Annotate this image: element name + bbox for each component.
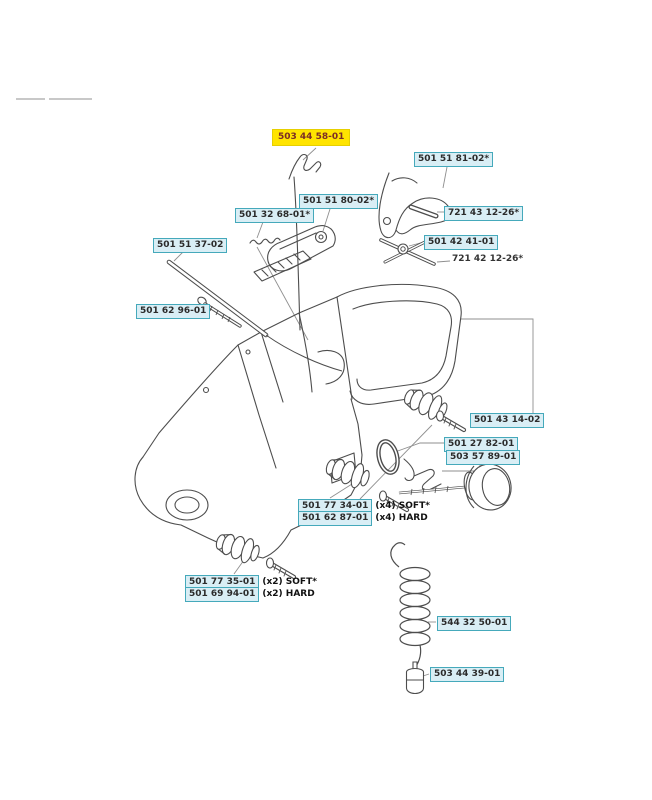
- part-number-link[interactable]: 501 62 96-01: [136, 304, 211, 319]
- part-label-trigger-lockout[interactable]: 501 51 80-02*: [299, 194, 379, 209]
- part-number-link[interactable]: 501 69 94-01: [185, 587, 260, 602]
- part-number-highlighted[interactable]: 503 44 58-01: [272, 129, 351, 146]
- trigger-pin-drawing: [408, 204, 439, 219]
- part-label-rod-screw[interactable]: 501 62 96-01: [136, 304, 211, 319]
- part-label-front-rod[interactable]: 501 51 37-02: [153, 238, 228, 253]
- part-label-choke-rod[interactable]: 501 42 41-01: [424, 235, 499, 250]
- part-number-link[interactable]: 501 51 80-02*: [299, 194, 379, 209]
- part-number-link[interactable]: 501 42 41-01: [424, 235, 499, 250]
- part-label-tank-assembly[interactable]: 501 43 14-02: [470, 413, 545, 428]
- part-number-link[interactable]: 501 43 14-02: [470, 413, 545, 428]
- part-number-link[interactable]: 501 51 81-02*: [414, 152, 494, 167]
- part-label-cap-retainer[interactable]: 503 57 89-01: [446, 450, 521, 465]
- fuel-cap-drawing: [463, 463, 512, 511]
- throttle-wire-link-drawing: [288, 154, 322, 331]
- throttle-rod-drawing: [166, 259, 343, 372]
- part-number-link[interactable]: 503 57 89-01: [446, 450, 521, 465]
- rod-screw-drawing: [197, 296, 242, 328]
- part-number-link[interactable]: 721 43 12-26*: [444, 206, 524, 221]
- handle-molding-drawing: [253, 250, 312, 282]
- part-number-link[interactable]: 501 62 87-01: [298, 511, 373, 526]
- part-label-buffer2-hard: 501 69 94-01(x2) HARD: [185, 587, 315, 602]
- part-number-text: 721 42 12-26*: [452, 254, 524, 264]
- part-qty-note: (x2) HARD: [262, 589, 315, 599]
- tank-handle-body-drawing: [134, 283, 462, 559]
- part-label-throttle-trigger[interactable]: 501 51 81-02*: [414, 152, 494, 167]
- fuel-filter-drawing: [405, 661, 425, 695]
- part-label-buffer4-hard: 501 62 87-01(x4) HARD: [298, 511, 428, 526]
- part-number-link[interactable]: 544 32 50-01: [437, 616, 512, 631]
- part-label-fuel-hose[interactable]: 544 32 50-01: [437, 616, 512, 631]
- part-label-lockout-spring[interactable]: 501 32 68-01*: [235, 208, 315, 223]
- part-number-link[interactable]: 501 51 37-02: [153, 238, 228, 253]
- av-screw-right: [437, 411, 465, 430]
- part-qty-note: (x4) SOFT*: [375, 501, 430, 511]
- part-label-wire-link[interactable]: 503 44 58-01: [272, 129, 351, 146]
- o-ring-drawing: [376, 439, 400, 475]
- trigger-lockout-drawing: [267, 225, 336, 272]
- av-buffer-lower-left: [212, 528, 263, 567]
- cap-retainer-drawing: [403, 458, 442, 492]
- part-label-choke-pin: 721 42 12-26*: [452, 255, 523, 264]
- part-qty-note: (x4) HARD: [375, 513, 428, 523]
- part-label-trigger-pin[interactable]: 721 43 12-26*: [444, 206, 524, 221]
- choke-rod-drawing: [379, 237, 436, 266]
- av-buffer-center: [322, 453, 373, 492]
- fuel-hose-drawing: [390, 542, 431, 669]
- part-label-fuel-filter[interactable]: 503 44 39-01: [430, 667, 505, 682]
- part-number-link[interactable]: 501 32 68-01*: [235, 208, 315, 223]
- lockout-spring-drawing: [249, 237, 281, 245]
- part-qty-note: (x2) SOFT*: [262, 577, 317, 587]
- cap-tether-drawing: [398, 485, 466, 496]
- throttle-trigger-drawing: [378, 172, 451, 239]
- part-number-link[interactable]: 503 44 39-01: [430, 667, 505, 682]
